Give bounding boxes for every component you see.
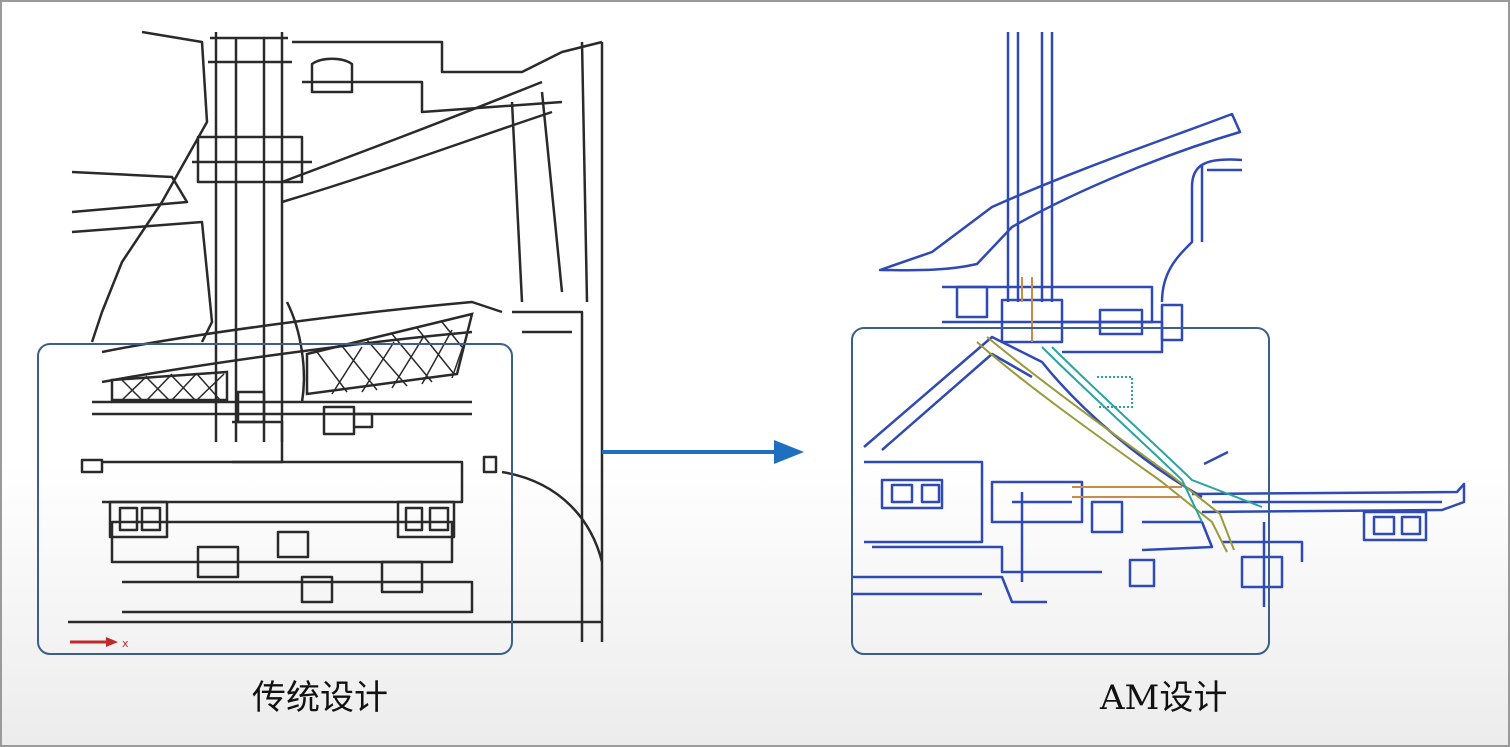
traditional-hatched-cavity bbox=[110, 312, 474, 402]
svg-text:x: x bbox=[122, 637, 129, 650]
am-highlight-box bbox=[851, 327, 1270, 655]
traditional-highlight-box bbox=[37, 343, 513, 655]
am-flow-passages bbox=[976, 277, 1263, 553]
axis-arrow-icon: x bbox=[70, 637, 129, 650]
arrow-right-icon bbox=[602, 440, 804, 464]
traditional-design-drawing bbox=[68, 30, 604, 642]
traditional-design-caption: 传统设计 bbox=[252, 678, 388, 718]
am-design-caption: AM设计 bbox=[1100, 678, 1228, 718]
am-design-drawing bbox=[852, 32, 1466, 607]
